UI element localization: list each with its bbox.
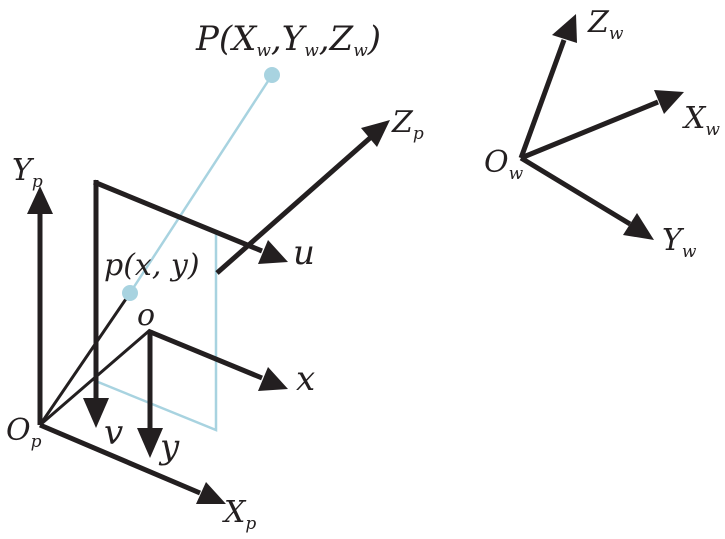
world-origin-label: Ow: [484, 145, 524, 184]
camera-z-axis: [215, 136, 372, 275]
image-point-marker: [122, 285, 138, 301]
camera-z-label: Zp: [391, 105, 424, 144]
world-y-label: Yw: [662, 223, 697, 262]
world-x-label: Xw: [682, 101, 720, 140]
camera-origin-label: Op: [6, 413, 42, 452]
world-x-axis: [520, 99, 659, 161]
camera-y-arrowhead: [27, 186, 53, 214]
pixel-u-label: u: [293, 233, 315, 273]
image-y-arrowhead: [137, 428, 163, 458]
pixel-u-arrowhead: [258, 240, 288, 264]
image-y-label: y: [158, 427, 180, 467]
world-point-marker: [264, 67, 280, 83]
world-y-axis: [519, 155, 632, 227]
image-plane-outline: [97, 232, 218, 432]
projection-ray-upper: [128, 74, 274, 294]
principal-point-label: o: [137, 298, 155, 333]
world-z-axis: [518, 39, 567, 159]
camera-x-axis: [39, 422, 201, 496]
world-point-label: P(Xw,Yw,Zw): [195, 19, 381, 61]
world-x-arrowhead: [654, 90, 684, 114]
image-point-label: p(x, y): [104, 248, 200, 283]
image-x-axis: [147, 328, 263, 381]
world-z-label: Zw: [587, 5, 624, 44]
image-x-arrowhead: [258, 367, 288, 391]
projection-ray-lower: [38, 292, 132, 426]
world-z-arrowhead: [552, 14, 577, 43]
world-y-arrowhead: [623, 213, 654, 240]
image-x-label: x: [296, 359, 315, 399]
pixel-v-label: v: [104, 413, 123, 453]
pixel-u-axis: [93, 179, 263, 254]
camera-x-label: Xp: [222, 495, 256, 534]
camera-y-label: Yp: [12, 153, 43, 192]
camera-x-arrowhead: [196, 482, 226, 504]
pixel-v-arrowhead: [83, 398, 109, 428]
camera-z-arrowhead: [361, 120, 390, 147]
